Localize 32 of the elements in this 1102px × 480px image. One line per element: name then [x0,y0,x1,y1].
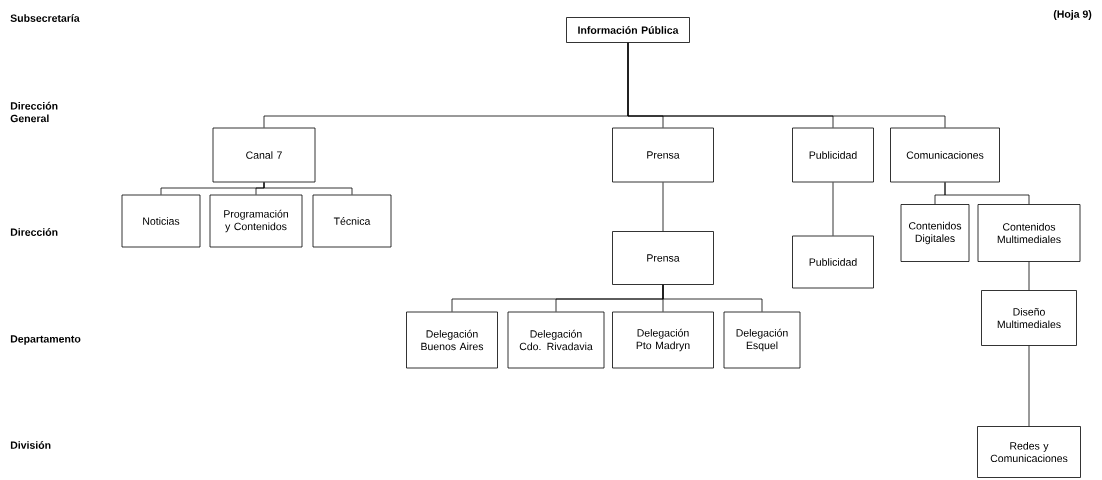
org-box: Programación y Contenidos [209,194,303,248]
connector-line [263,182,353,195]
org-box: Publicidad [792,127,874,183]
org-box: Canal 7 [212,127,316,183]
org-box: Prensa [612,231,714,285]
org-box: Publicidad [792,235,874,289]
org-box: Contenidos Digitales [900,204,970,262]
level-label: Dirección General [10,101,58,123]
org-box: Delegación Buenos Aires [406,311,498,369]
org-box: Comunicaciones [890,127,1000,183]
org-box: Delegación Esquel [723,311,801,369]
org-box: Delegación Pto Madryn [612,311,714,369]
connector-line [662,182,664,232]
level-label: División [10,441,51,449]
org-box: Prensa [612,127,714,183]
connector-line [1028,261,1030,291]
level-label: Departamento [10,335,81,345]
org-box: Información Pública [566,17,690,43]
connector-line [627,42,946,128]
org-box: Delegación Cdo. Rivadavia [507,311,605,369]
level-label: Dirección [10,228,58,236]
org-box: Contenidos Multimediales [977,204,1081,262]
connector-line [662,284,763,312]
org-box: Redes y Comunicaciones [977,426,1081,478]
org-box: Técnica [312,194,392,248]
connector-line [1028,345,1030,427]
page-label: (Hoja 9) [1053,10,1092,20]
connector-line [832,182,834,236]
org-box: Diseño Multimediales [981,290,1077,346]
level-label: Subsecretaría [10,14,80,22]
connector-line [944,182,1030,205]
org-box: Noticias [121,194,201,248]
